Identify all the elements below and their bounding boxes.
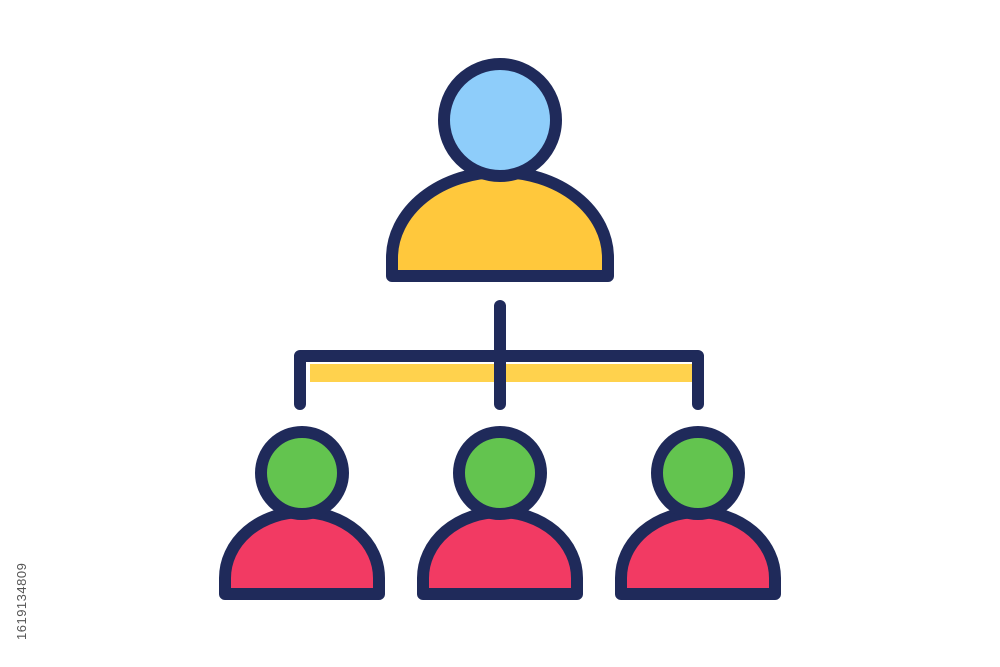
member-body [615,506,781,600]
connector-lines [294,300,704,410]
image-id-label: 1619134809 [14,562,29,640]
member-head [453,426,547,520]
member-head [651,426,745,520]
connector-branch [294,350,704,410]
member-head [255,426,349,520]
member-body [417,506,583,600]
manager-person-icon [386,58,614,282]
member-person-icon-left [219,426,385,600]
member-body [219,506,385,600]
member-person-icon-right [615,426,781,600]
manager-head [438,58,562,182]
member-person-icon-center [417,426,583,600]
manager-body [386,166,614,282]
